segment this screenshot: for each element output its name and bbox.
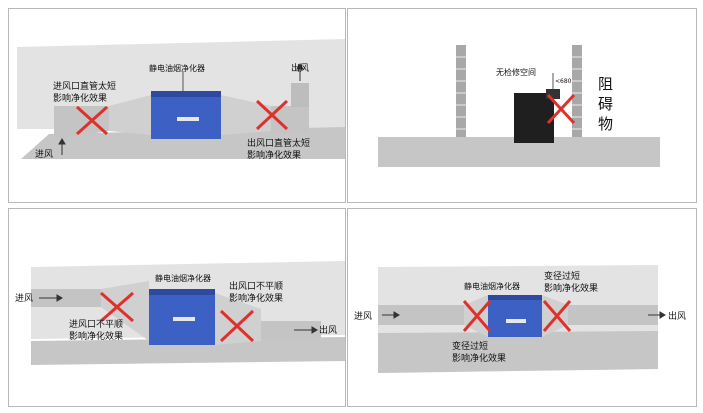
device-top [151,91,221,97]
no-space-label: 无检修空间 [496,67,536,77]
left-brick-lines [456,56,466,130]
arrow-right-icon [382,311,400,319]
inlet-warning-line1: 变径过短 [452,340,488,352]
outlet-warning-line2: 影响净化效果 [229,292,283,304]
outlet-duct [271,106,309,133]
obstacle-char-2: 碍 [598,95,613,113]
cross-icon [75,105,109,136]
inlet-duct [378,305,464,325]
inlet-warning-line2: 影响净化效果 [53,92,107,104]
arrow-up-icon [296,63,304,81]
left-brick-wall [456,45,466,137]
inlet-label: 进风 [35,149,53,160]
dimension-label: <680 [555,78,572,85]
inlet-duct [31,289,101,307]
device-label: 静电油烟净化器 [149,63,205,73]
cross-icon [462,300,492,332]
outlet-warning-line2: 影响净化效果 [247,149,301,161]
purifier-device [488,295,542,337]
device-top [488,295,542,300]
outlet-duct [568,305,658,325]
device-label: 静电油烟净化器 [464,281,520,291]
outlet-label: 出风 [319,324,337,336]
device-top [546,89,560,99]
cross-icon [100,291,134,323]
scene-panel-1: 静电油烟净化器 进风口直管太短 影响净化效果 出风口直管太短 影响净化效果 进风… [17,39,345,161]
cross-icon [255,99,289,131]
inlet-warning-line1: 进风口不平顺 [69,319,123,330]
inlet-transition [109,95,151,135]
inlet-duct [54,106,109,139]
outlet-riser [291,83,309,107]
right-brick-wall [572,45,582,137]
outlet-transition [215,293,261,345]
panel-uneven-duct: 静电油烟净化器 进风口不平顺 影响净化效果 出风口不平顺 影响净化效果 进风 出… [8,208,346,407]
outlet-label: 出风 [668,310,686,322]
purifier-device [151,91,221,139]
panel-short-reducer: 静电油烟净化器 变径过短 影响净化效果 变径过短 影响净化效果 进风 出风 [347,208,697,407]
outlet-warning-line1: 出风口不平顺 [229,280,283,292]
cross-icon [546,93,576,125]
scene-panel-2: 无检修空间 <680 阻 碍 物 [378,45,660,167]
inlet-label: 进风 [15,293,33,304]
device-top [149,289,215,295]
floor [31,337,345,365]
inlet-warning-line1: 进风口直管太短 [53,80,116,92]
obstacle-char-3: 物 [598,115,613,133]
obstacle-char-1: 阻 [598,75,613,93]
cross-icon [542,300,572,332]
arrow-right-icon [648,311,666,319]
purifier-device [514,93,554,143]
outlet-warning-line2: 影响净化效果 [544,282,598,294]
right-brick-lines [572,56,582,130]
arrow-right-icon [39,294,63,302]
device-plate [506,319,526,323]
scene-panel-3: 静电油烟净化器 进风口不平顺 影响净化效果 出风口不平顺 影响净化效果 进风 出… [15,261,345,365]
outlet-label: 出风 [291,62,309,74]
floor [21,127,345,159]
inlet-label: 进风 [354,311,372,322]
arrow-up-icon [58,138,66,155]
outlet-warning-line1: 变径过短 [544,270,580,282]
device-plate [177,117,199,121]
floor [378,331,658,373]
device-label: 静电油烟净化器 [155,273,211,283]
panel-short-straight-duct: 静电油烟净化器 进风口直管太短 影响净化效果 出风口直管太短 影响净化效果 进风… [8,8,346,203]
device-plate [173,317,195,321]
scene-panel-4: 静电油烟净化器 变径过短 影响净化效果 变径过短 影响净化效果 进风 出风 [354,265,686,373]
outlet-transition [221,95,271,135]
inlet-warning-line2: 影响净化效果 [452,352,506,364]
outlet-warning-line1: 出风口直管太短 [247,137,310,149]
cross-icon [219,309,255,343]
arrow-right-icon [294,326,318,334]
outlet-duct [261,321,321,339]
panel-no-maintenance-space: 无检修空间 <680 阻 碍 物 [347,8,697,203]
inlet-warning-line2: 影响净化效果 [69,330,123,342]
inlet-transition [101,281,149,341]
